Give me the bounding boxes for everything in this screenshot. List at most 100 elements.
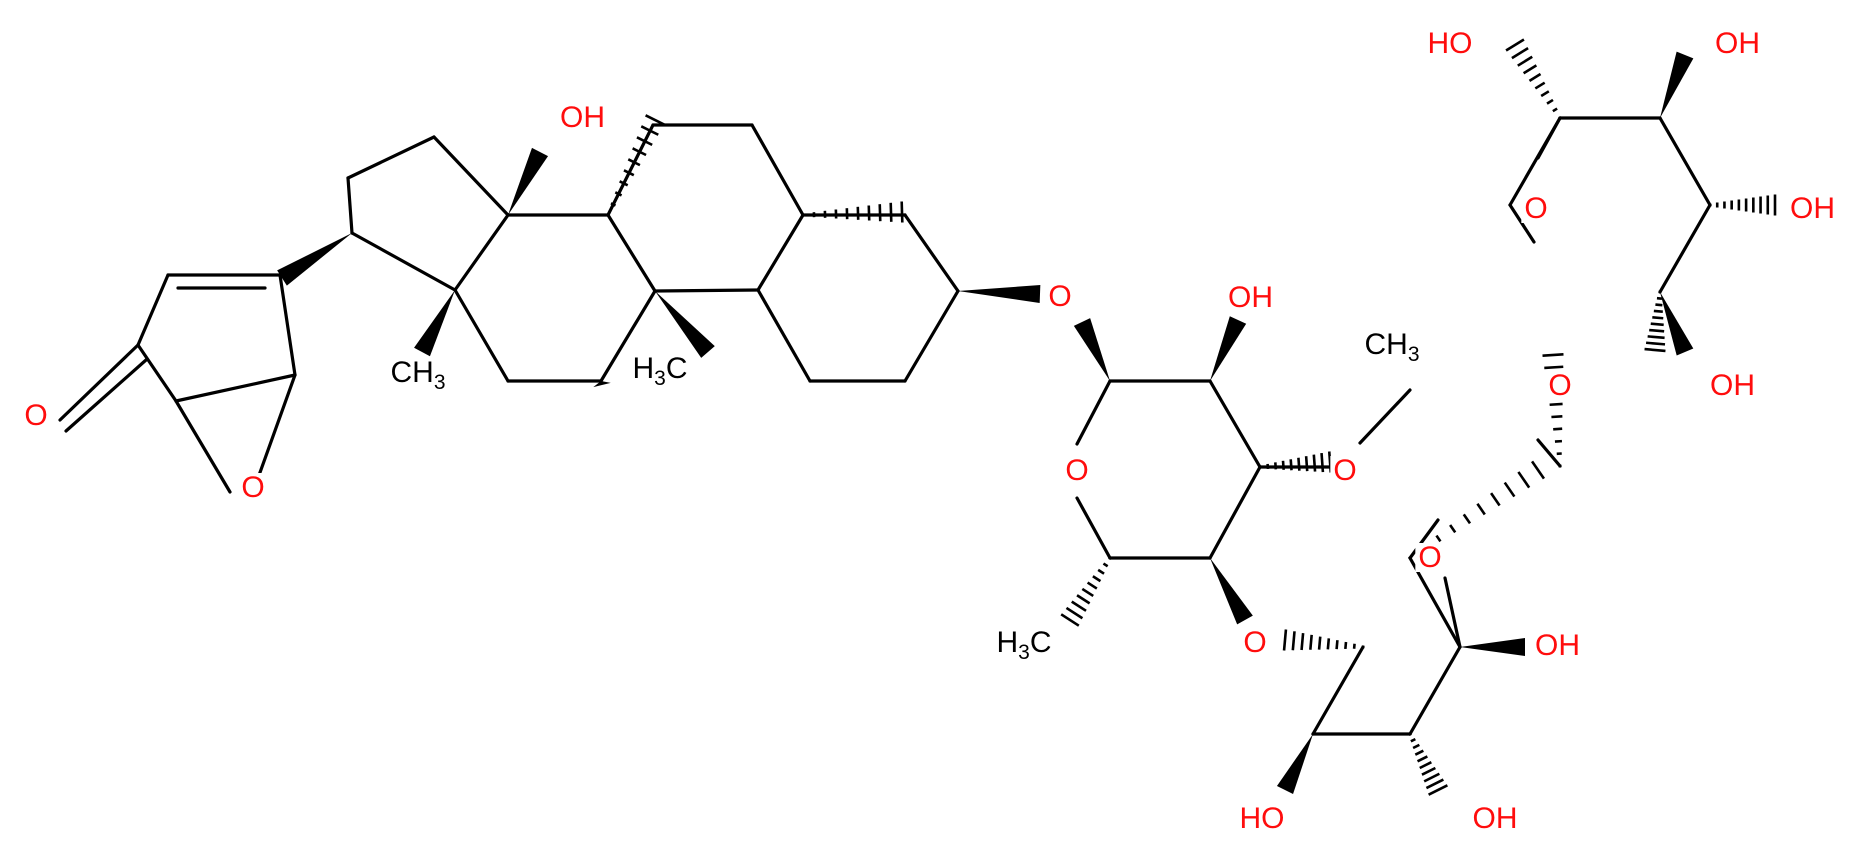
bond xyxy=(1443,576,1462,649)
label-background xyxy=(21,401,51,430)
bond xyxy=(1075,379,1112,446)
bond xyxy=(599,289,657,383)
hashed-bond xyxy=(1425,778,1444,790)
label-background xyxy=(387,358,449,392)
hashed-bond xyxy=(1300,632,1305,651)
sugar3-oh-bottom-label: OH xyxy=(1710,369,1755,402)
hashed-bond xyxy=(1086,581,1098,590)
c14-oh-label: OH xyxy=(560,101,605,134)
wedge-bond xyxy=(414,290,455,357)
label-background xyxy=(1787,194,1838,223)
hashed-bond xyxy=(1435,534,1442,543)
bond xyxy=(1311,645,1365,736)
sugar3-oh-right-label: OH xyxy=(1790,192,1835,225)
hashed-bond xyxy=(1503,481,1516,498)
hashed-bond xyxy=(1309,634,1313,650)
hashed-bond xyxy=(627,158,641,167)
bond xyxy=(903,289,960,383)
hashed-bond xyxy=(1462,513,1472,525)
hashed-bond xyxy=(1647,335,1665,340)
hashed-bond xyxy=(1653,309,1663,314)
sugar3-ring-o-label: O xyxy=(1524,192,1547,225)
label-background xyxy=(1545,371,1575,400)
hashed-bond xyxy=(1414,749,1424,756)
bond xyxy=(346,135,436,180)
hashed-bond xyxy=(1408,732,1412,736)
hashed-bond xyxy=(1344,641,1348,650)
bond xyxy=(1658,203,1712,294)
wedge-bond xyxy=(1073,318,1110,381)
label-background xyxy=(1225,283,1276,312)
bond xyxy=(278,273,297,377)
hashed-bond xyxy=(1421,766,1436,776)
sugar2-oh-bottom-right-label: OH xyxy=(1473,802,1518,835)
hashed-bond xyxy=(1649,328,1665,333)
label-background xyxy=(1415,543,1445,572)
sugar3-oh-top-label: OH xyxy=(1715,27,1760,60)
glycoside-o-1-label: O xyxy=(1048,280,1071,313)
hashed-bond xyxy=(1297,457,1301,471)
hashed-bond xyxy=(1108,556,1112,560)
hashed-bond xyxy=(1416,755,1428,763)
hashed-bond xyxy=(1544,365,1564,370)
glycoside-o-3-label: O xyxy=(1548,369,1571,402)
bond xyxy=(756,213,805,292)
lactone-carbonyl-o-label: O xyxy=(24,399,47,432)
hashed-bond xyxy=(900,201,904,223)
hashed-bond xyxy=(1449,524,1457,534)
sugar2-oh-bottom-left-label: HO xyxy=(1240,802,1285,835)
hashed-bond xyxy=(1517,55,1533,67)
hashed-bond xyxy=(1534,81,1546,90)
wedge-bond xyxy=(958,285,1041,303)
bond xyxy=(756,288,812,383)
hashed-bond xyxy=(1097,568,1105,575)
hashed-bond xyxy=(1317,636,1322,650)
wedge-bond xyxy=(508,147,549,215)
bond xyxy=(1508,203,1536,244)
hashed-bond xyxy=(1552,107,1558,113)
hashed-bond xyxy=(1505,38,1525,52)
bond xyxy=(903,213,960,293)
bond xyxy=(1658,116,1712,207)
hashed-bond xyxy=(1335,640,1339,650)
hashed-bond xyxy=(619,180,629,187)
lactone-ring-o-label: O xyxy=(241,471,264,504)
bond xyxy=(174,373,297,403)
label-background xyxy=(993,628,1055,662)
bond xyxy=(1536,116,1562,160)
glycoside-o-2-label: O xyxy=(1243,626,1266,659)
hashed-bond xyxy=(1081,587,1094,598)
hashed-bond xyxy=(1428,784,1448,796)
hashed-bond xyxy=(614,191,623,197)
hashed-bond xyxy=(1419,761,1432,770)
hashed-bond xyxy=(1546,98,1554,105)
hashed-bond xyxy=(1410,737,1416,743)
hashed-bond xyxy=(1652,316,1664,320)
hashed-bond xyxy=(610,202,617,207)
label-background xyxy=(557,103,608,132)
hashed-bond xyxy=(1102,562,1109,568)
hashed-bond xyxy=(1408,556,1412,560)
bond xyxy=(453,213,510,292)
bond xyxy=(1208,379,1262,469)
hashed-bond xyxy=(1060,613,1080,627)
label-background xyxy=(1424,29,1476,58)
bond xyxy=(174,399,232,494)
label-background xyxy=(238,473,268,502)
sugar2-ring-o-label: O xyxy=(1418,541,1441,574)
hashed-bond xyxy=(878,204,882,222)
wedge-bond xyxy=(1460,638,1525,656)
hashed-bond xyxy=(645,114,665,126)
wedge-bond xyxy=(1660,292,1694,356)
hashed-bond xyxy=(1490,492,1501,507)
hashed-bond xyxy=(1423,772,1440,783)
bond xyxy=(1075,496,1112,560)
hashed-bond xyxy=(1282,629,1288,651)
bond xyxy=(1208,465,1262,560)
bond xyxy=(1536,438,1562,468)
hashed-bond xyxy=(1281,460,1285,470)
wedge-bond xyxy=(655,291,715,358)
stereo-hashes xyxy=(606,38,1777,796)
hashed-bond xyxy=(623,169,635,177)
label-background xyxy=(1045,282,1075,311)
